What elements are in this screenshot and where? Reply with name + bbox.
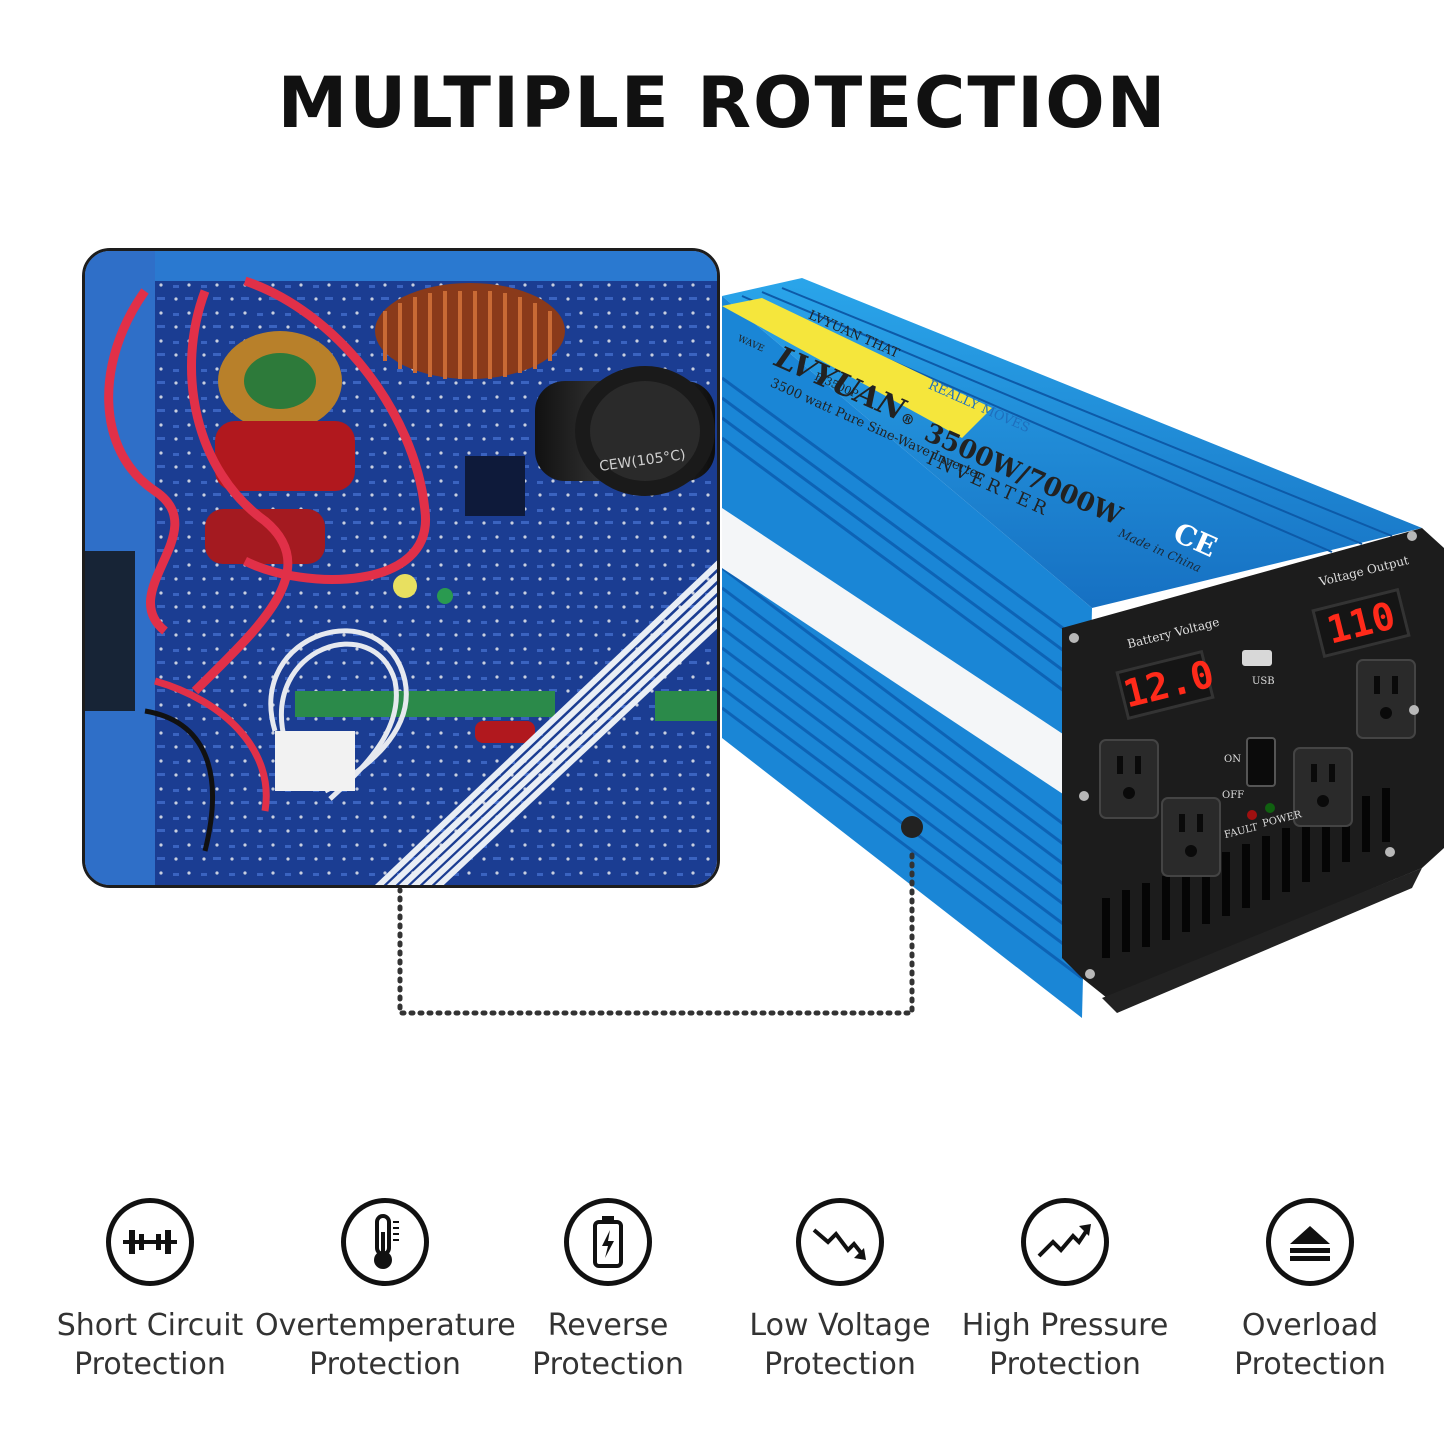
feature-line1: Low Voltage [749,1308,931,1343]
feature-line2: Protection [1234,1347,1386,1382]
feature-line2: Protection [532,1347,684,1382]
overload-icon [1266,1198,1354,1286]
dotted-connector [397,816,923,1016]
feature-line1: Short Circuit [56,1308,244,1343]
inverter-body [721,278,1444,1018]
feature-line2: Protection [309,1347,461,1382]
switch-on-label: ON [1224,754,1241,765]
feature-line1: Overtemperature [255,1308,516,1343]
feature-line1: Overload [1241,1308,1379,1343]
short-circuit-icon [106,1198,194,1286]
feature-line2: Protection [989,1347,1141,1382]
switch-off-label: OFF [1222,790,1245,801]
inverter-product: LVYUAN® LVYUAN THAT REALLY MOVES F-3500P… [721,278,1445,1018]
thermometer-icon [341,1198,429,1286]
circuit-board-photo: CEW(105°C) [82,248,720,888]
feature-line2: Protection [74,1347,226,1382]
trend-up-icon [1021,1198,1109,1286]
feature-line1: Reverse [547,1308,669,1343]
trend-down-icon [796,1198,884,1286]
circuit-board-illustration: CEW(105°C) [85,251,717,885]
battery-icon [564,1198,652,1286]
feature-line2: Protection [764,1347,916,1382]
feature-line1: High Pressure [961,1308,1169,1343]
usb-label: USB [1252,676,1275,687]
page-title: MULTIPLE ROTECTION [277,62,1168,144]
